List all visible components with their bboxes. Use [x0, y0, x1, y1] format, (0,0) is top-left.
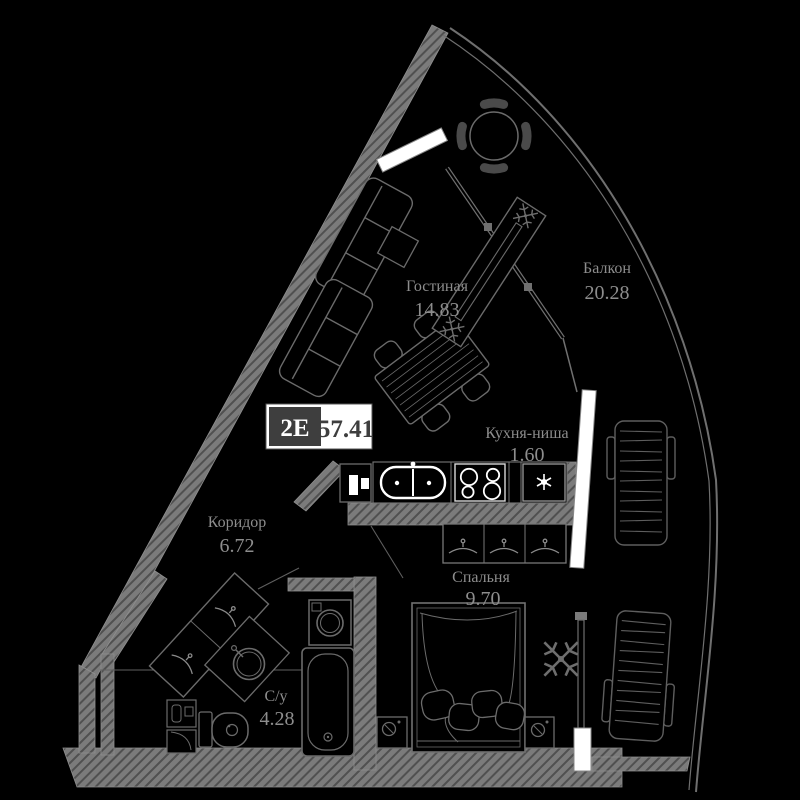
nightstand-left [376, 716, 408, 749]
coffee-table [376, 225, 420, 269]
room-labels: Гостиная 14.83 Балкон 20.28 Кухня-ниша 1… [208, 260, 632, 730]
balcony-area: 20.28 [585, 282, 630, 304]
stove [454, 463, 506, 502]
exterior-walls [62, 24, 691, 788]
unit-badge: 2Е 57.41 [265, 403, 374, 450]
bathroom-area: 4.28 [260, 708, 295, 730]
unit-total-area: 57.41 [318, 416, 374, 443]
tv-console [431, 196, 547, 348]
bathroom-name: С/у [264, 688, 287, 705]
bathroom-shelves [166, 699, 197, 754]
balcony-bottom-wall [591, 756, 691, 772]
round-table [469, 111, 519, 161]
faucet [410, 461, 416, 467]
balcony-table-set [456, 98, 532, 174]
cabinet-detail [349, 475, 358, 495]
double-sink [379, 461, 447, 500]
bedroom-wardrobe [442, 523, 567, 564]
sofa-lower [278, 278, 374, 398]
kitchen-name: Кухня-ниша [485, 425, 568, 442]
balcony-name: Балкон [583, 260, 631, 277]
kitchen-area: 1.60 [510, 444, 545, 466]
left-diagonal-wall [79, 24, 449, 679]
fridge [522, 463, 566, 502]
toilet [198, 711, 249, 748]
bathroom-door-leaf [257, 567, 300, 590]
bedroom-area: 9.70 [466, 588, 501, 610]
bathroom-right-wall [353, 576, 377, 771]
tv [454, 222, 523, 322]
entry-corner-wall [78, 664, 96, 754]
bed [411, 602, 526, 753]
washbasin [203, 615, 291, 703]
interior-walls [100, 460, 577, 771]
living-room-name: Гостиная [406, 278, 469, 295]
bathroom-left-wall [100, 653, 115, 756]
faucet [231, 644, 238, 651]
sun-lounger-1 [606, 420, 676, 546]
bathroom-top-wall [287, 577, 355, 592]
bedroom-door-leaf [370, 525, 404, 579]
pillows [420, 689, 526, 732]
openings [375, 127, 597, 772]
sun-lounger-2 [601, 610, 675, 742]
bedroom-name: Спальня [452, 569, 510, 586]
bathtub [301, 647, 355, 757]
balcony-chairs [456, 98, 532, 174]
balcony-glazing [442, 27, 719, 793]
bedroom-balcony-door [573, 727, 592, 772]
unit-type-label: 2Е [280, 415, 309, 442]
balcony-door [375, 127, 449, 173]
kitchen-balcony-window [569, 389, 597, 569]
corridor-area: 6.72 [220, 535, 255, 557]
kitchen-block [339, 461, 568, 504]
nightstand-right [524, 716, 555, 749]
living-room-area: 14.83 [415, 299, 460, 321]
corridor-name: Коридор [208, 514, 267, 531]
cabinet-detail [361, 478, 369, 489]
washing-machine [308, 599, 352, 646]
